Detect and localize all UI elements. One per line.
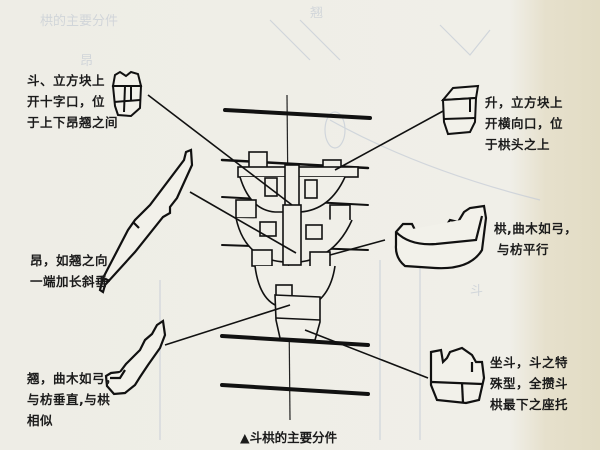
label-line: 与枋垂直,与栱 — [27, 392, 111, 407]
caption-triangle-icon: ▲ — [240, 430, 250, 445]
label-line: 开横向口，位 — [485, 116, 564, 131]
dou-part-drawing — [111, 70, 143, 118]
label-line: 栱最下之座托 — [490, 397, 569, 412]
label-dou: 斗、立方块上 开十字口，位 于上下昂翘之间 — [27, 70, 118, 133]
bleed-through-text: 栱的主要分件 — [40, 14, 119, 29]
bleed-through-text: 昂 — [80, 54, 94, 69]
label-line: 昂，如翘之向 — [30, 253, 109, 268]
label-zuodou: 坐斗，斗之特 殊型，全攒斗 栱最下之座托 — [490, 352, 568, 415]
label-sheng: 升，立方块上 开横向口，位 于栱头之上 — [485, 92, 563, 155]
label-line: 翘，曲木如弓， — [27, 371, 119, 386]
caption-text: 斗栱的主要分件 — [249, 430, 338, 445]
label-qiao: 翘，曲木如弓， 与枋垂直,与栱 相似 — [27, 368, 118, 431]
bleed-through-text: 斗 — [470, 284, 484, 299]
label-line: 斗、立方块上 — [27, 73, 106, 88]
label-gong: 栱,曲木如弓， 与枋平行 — [494, 218, 577, 260]
label-line: 于上下昂翘之间 — [27, 115, 119, 130]
leader-lines — [147, 94, 446, 379]
label-line: 与枋平行 — [497, 242, 550, 257]
label-line: 于栱头之上 — [485, 137, 551, 152]
label-line: 升，立方块上 — [485, 95, 564, 110]
qiao-part-drawing — [104, 319, 167, 396]
bleed-through-sketch — [159, 19, 541, 440]
label-line: 一端加长斜垂 — [30, 274, 109, 289]
ang-part-drawing — [98, 148, 194, 294]
figure-caption: ▲斗栱的主要分件 — [240, 427, 337, 446]
zuodou-part-drawing — [429, 346, 486, 405]
dougong-assembly — [235, 151, 359, 341]
bleed-through-text: 翘 — [310, 6, 324, 21]
label-line: 相似 — [27, 413, 54, 428]
label-line: 开十字口，位 — [27, 94, 106, 109]
label-ang: 昂，如翘之向 一端加长斜垂 — [30, 250, 108, 292]
label-line: 栱,曲木如弓， — [494, 221, 578, 236]
label-line: 殊型，全攒斗 — [490, 376, 569, 391]
label-line: 坐斗，斗之特 — [490, 355, 569, 370]
gong-part-drawing — [394, 204, 488, 270]
sheng-part-drawing — [440, 84, 480, 136]
